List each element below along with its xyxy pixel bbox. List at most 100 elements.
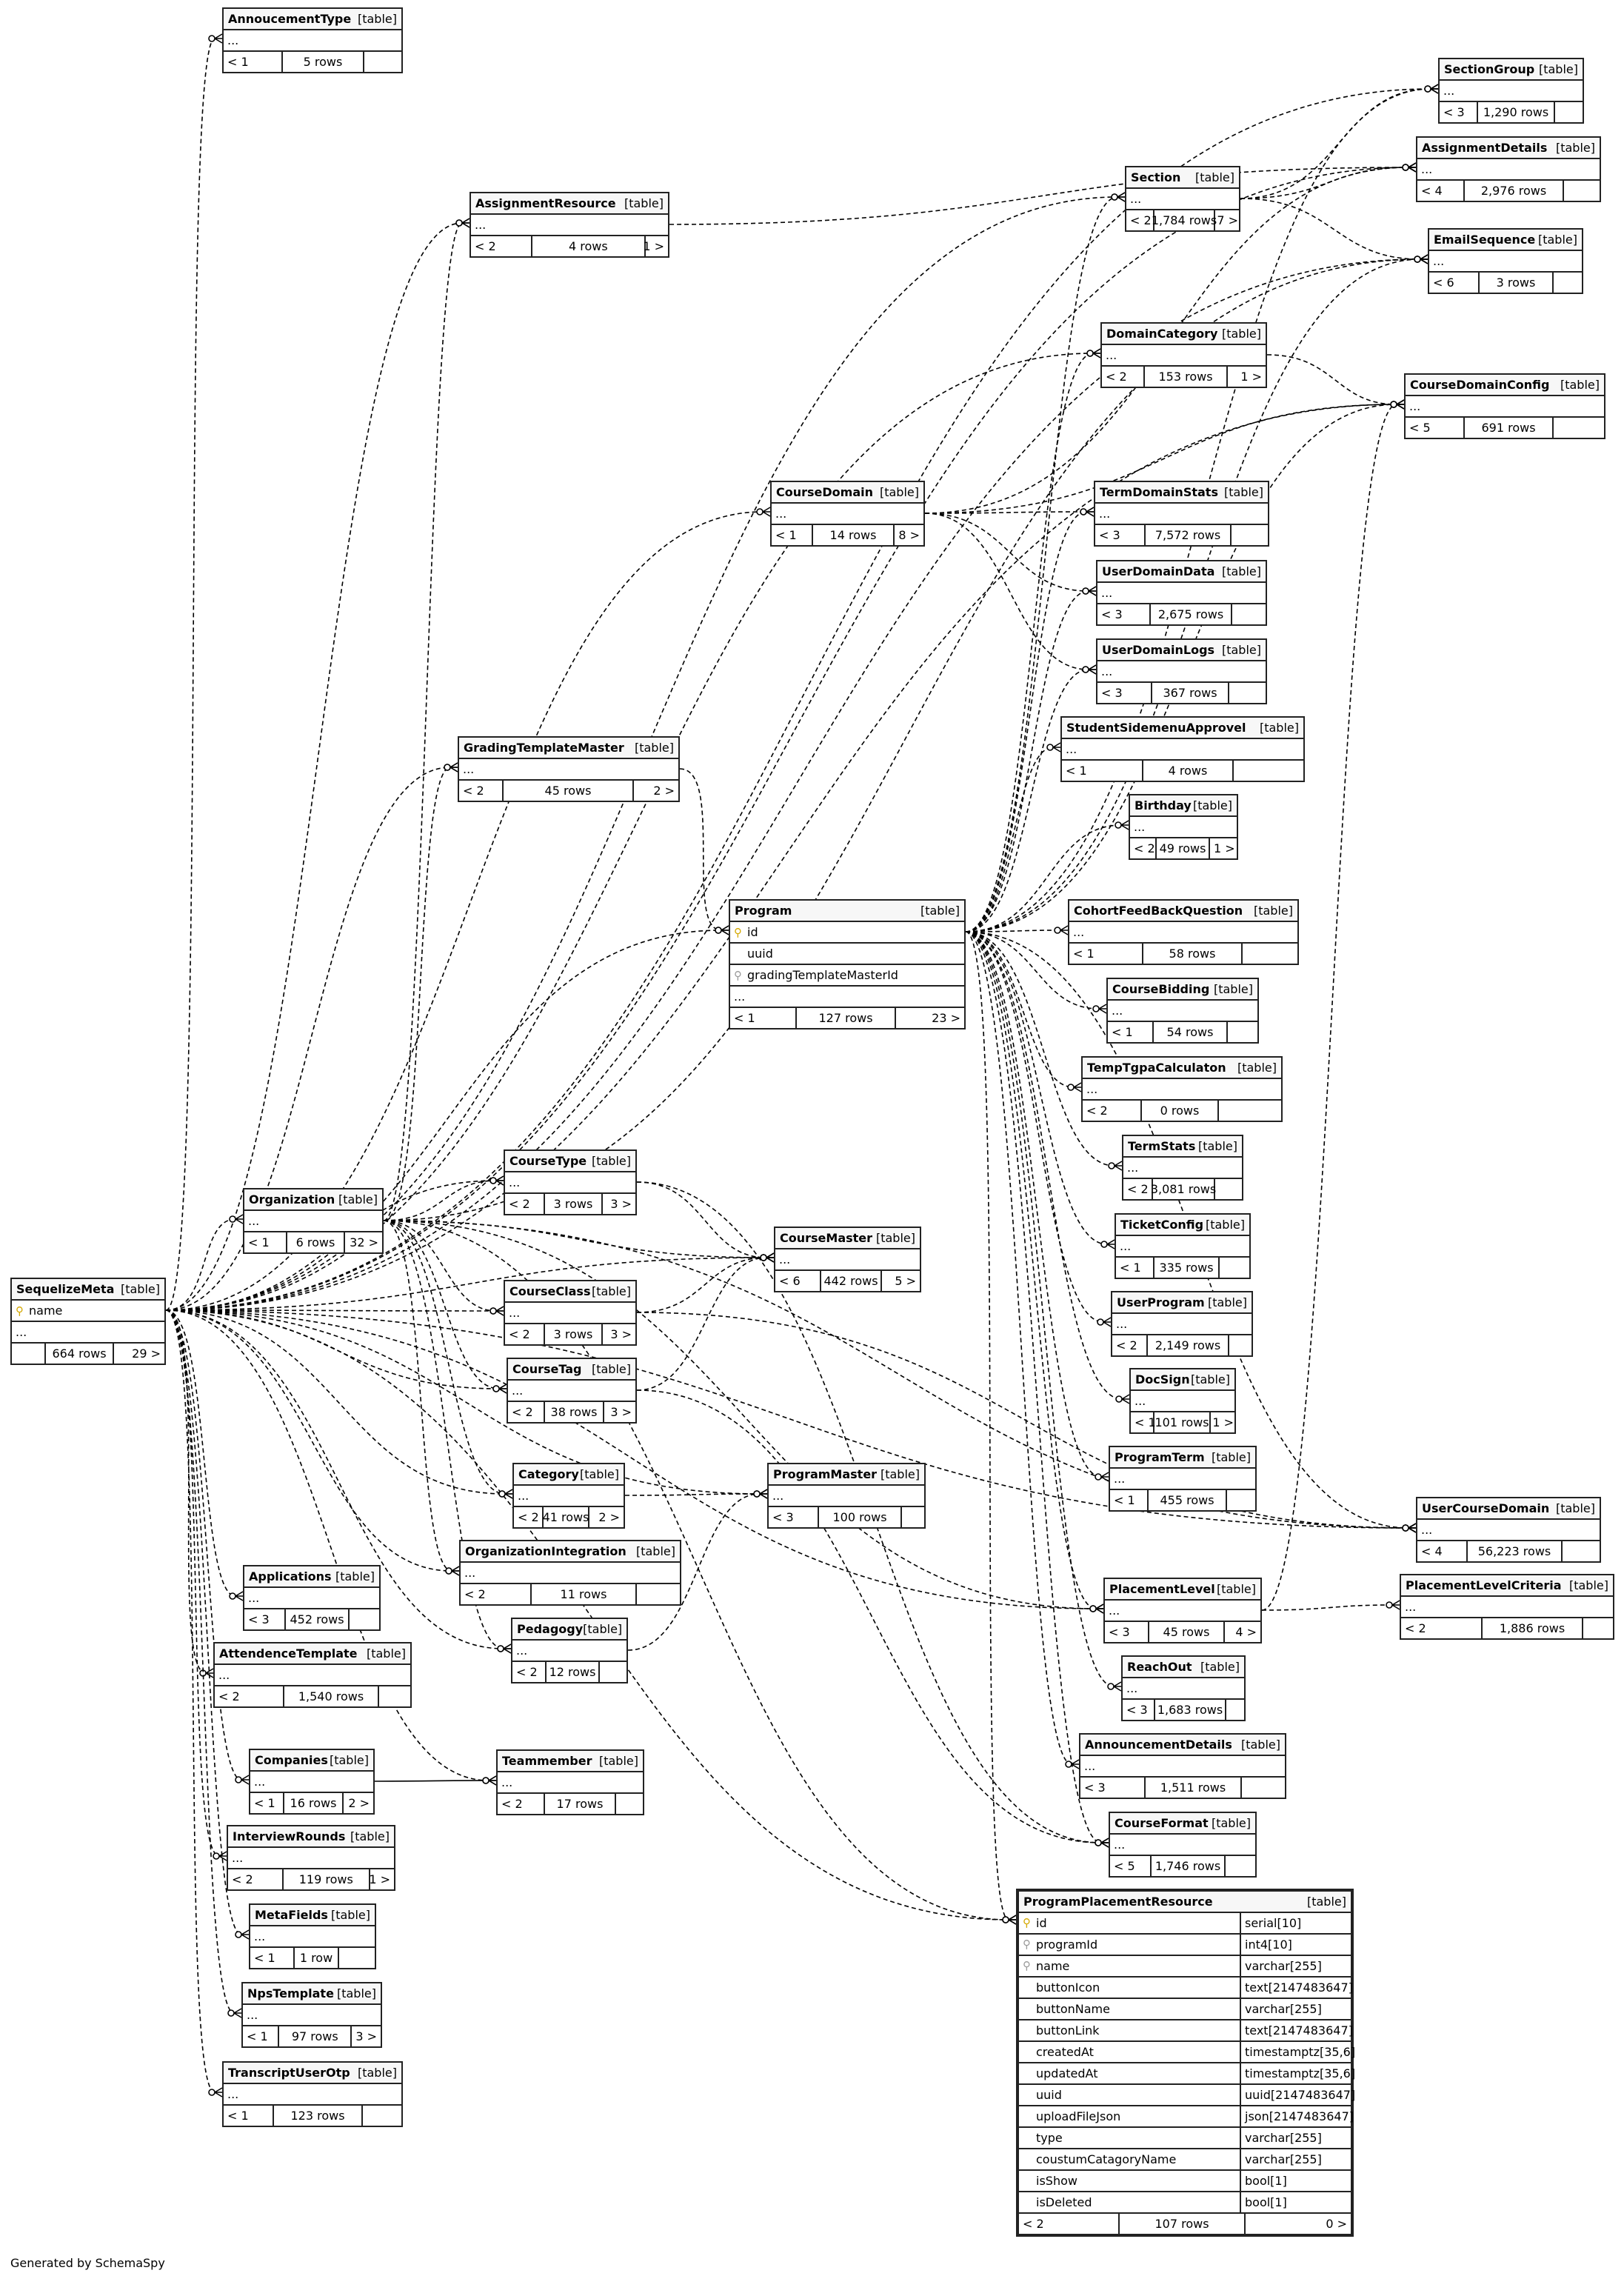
table-name[interactable]: Pedagogy [517,1621,584,1636]
more-columns-ellipsis[interactable]: ... [459,759,678,781]
more-columns-ellipsis[interactable]: ... [215,1665,410,1686]
table-name[interactable]: TicketConfig [1120,1217,1204,1232]
more-columns-ellipsis[interactable]: ... [1406,396,1604,418]
table-name[interactable]: DomainCategory [1106,326,1218,341]
table-name[interactable]: Teammember [502,1753,592,1768]
table-name[interactable]: InterviewRounds [233,1829,346,1843]
more-columns-ellipsis[interactable]: ... [243,2005,381,2026]
table-name[interactable]: ReachOut [1127,1659,1192,1674]
table-name[interactable]: TermStats [1128,1138,1196,1153]
table-name[interactable]: StudentSidemenuApprovel [1066,720,1246,735]
table-name[interactable]: Category [518,1466,579,1481]
more-columns-ellipsis[interactable]: ... [244,1211,382,1232]
more-columns-ellipsis[interactable]: ... [730,987,964,1008]
more-columns-ellipsis[interactable]: ... [244,1588,379,1609]
table-name[interactable]: CohortFeedBackQuestion [1074,903,1243,918]
table-name[interactable]: AssignmentResource [475,196,616,210]
table-name[interactable]: ProgramMaster [773,1466,878,1481]
table-name[interactable]: SectionGroup [1444,61,1535,76]
table-name[interactable]: AssignmentDetails [1422,140,1548,155]
table-name[interactable]: MetaFields [255,1907,328,1922]
table-name[interactable]: AnnoucementType [228,11,352,26]
more-columns-ellipsis[interactable]: ... [471,215,668,236]
table-name[interactable]: OrganizationIntegration [465,1544,626,1558]
more-columns-ellipsis[interactable]: ... [514,1486,624,1507]
table-name[interactable]: CourseBidding [1112,981,1210,996]
more-columns-ellipsis[interactable]: ... [775,1249,920,1271]
more-columns-ellipsis[interactable]: ... [1102,345,1266,367]
more-columns-ellipsis[interactable]: ... [1417,1520,1600,1541]
table-name[interactable]: Section [1131,170,1181,184]
more-columns-ellipsis[interactable]: ... [1105,1601,1260,1622]
more-columns-ellipsis[interactable]: ... [1123,1158,1242,1179]
table-name[interactable]: CourseTag [512,1361,582,1376]
more-columns-ellipsis[interactable]: ... [1116,1236,1249,1258]
table-name[interactable]: CourseClass [509,1284,591,1298]
table-name[interactable]: UserProgram [1117,1295,1205,1309]
more-columns-ellipsis[interactable]: ... [769,1486,924,1507]
more-columns-ellipsis[interactable]: ... [224,2084,401,2106]
table-name[interactable]: AnnouncementDetails [1085,1737,1232,1752]
more-columns-ellipsis[interactable]: ... [1131,1391,1234,1412]
table-name[interactable]: UserCourseDomain [1422,1501,1550,1515]
table-name[interactable]: CourseType [509,1153,587,1168]
table-name[interactable]: CourseFormat [1115,1815,1209,1830]
more-columns-ellipsis[interactable]: ... [512,1641,626,1662]
table-name[interactable]: Program [735,903,792,918]
table-name[interactable]: SequelizeMeta [16,1281,115,1296]
more-columns-ellipsis[interactable]: ... [1440,81,1583,102]
more-columns-ellipsis[interactable]: ... [1110,1835,1255,1856]
more-columns-ellipsis[interactable]: ... [498,1772,643,1794]
more-columns-ellipsis[interactable]: ... [228,1848,394,1869]
table-name[interactable]: UserDomainData [1102,564,1215,578]
table-name[interactable]: TempTgpaCalculaton [1087,1060,1226,1075]
more-columns-ellipsis[interactable]: ... [1401,1597,1613,1618]
table-name[interactable]: CourseDomainConfig [1410,377,1550,392]
more-columns-ellipsis[interactable]: ... [1110,1469,1255,1490]
more-columns-ellipsis[interactable]: ... [12,1322,164,1344]
table-name[interactable]: PlacementLevel [1109,1581,1215,1596]
table-name[interactable]: TranscriptUserOtp [228,2065,350,2080]
more-columns-ellipsis[interactable]: ... [508,1381,635,1402]
more-columns-ellipsis[interactable]: ... [1083,1079,1281,1101]
more-columns-ellipsis[interactable]: ... [250,1926,375,1948]
more-columns-ellipsis[interactable]: ... [1097,661,1266,683]
more-columns-ellipsis[interactable]: ... [1062,739,1303,761]
